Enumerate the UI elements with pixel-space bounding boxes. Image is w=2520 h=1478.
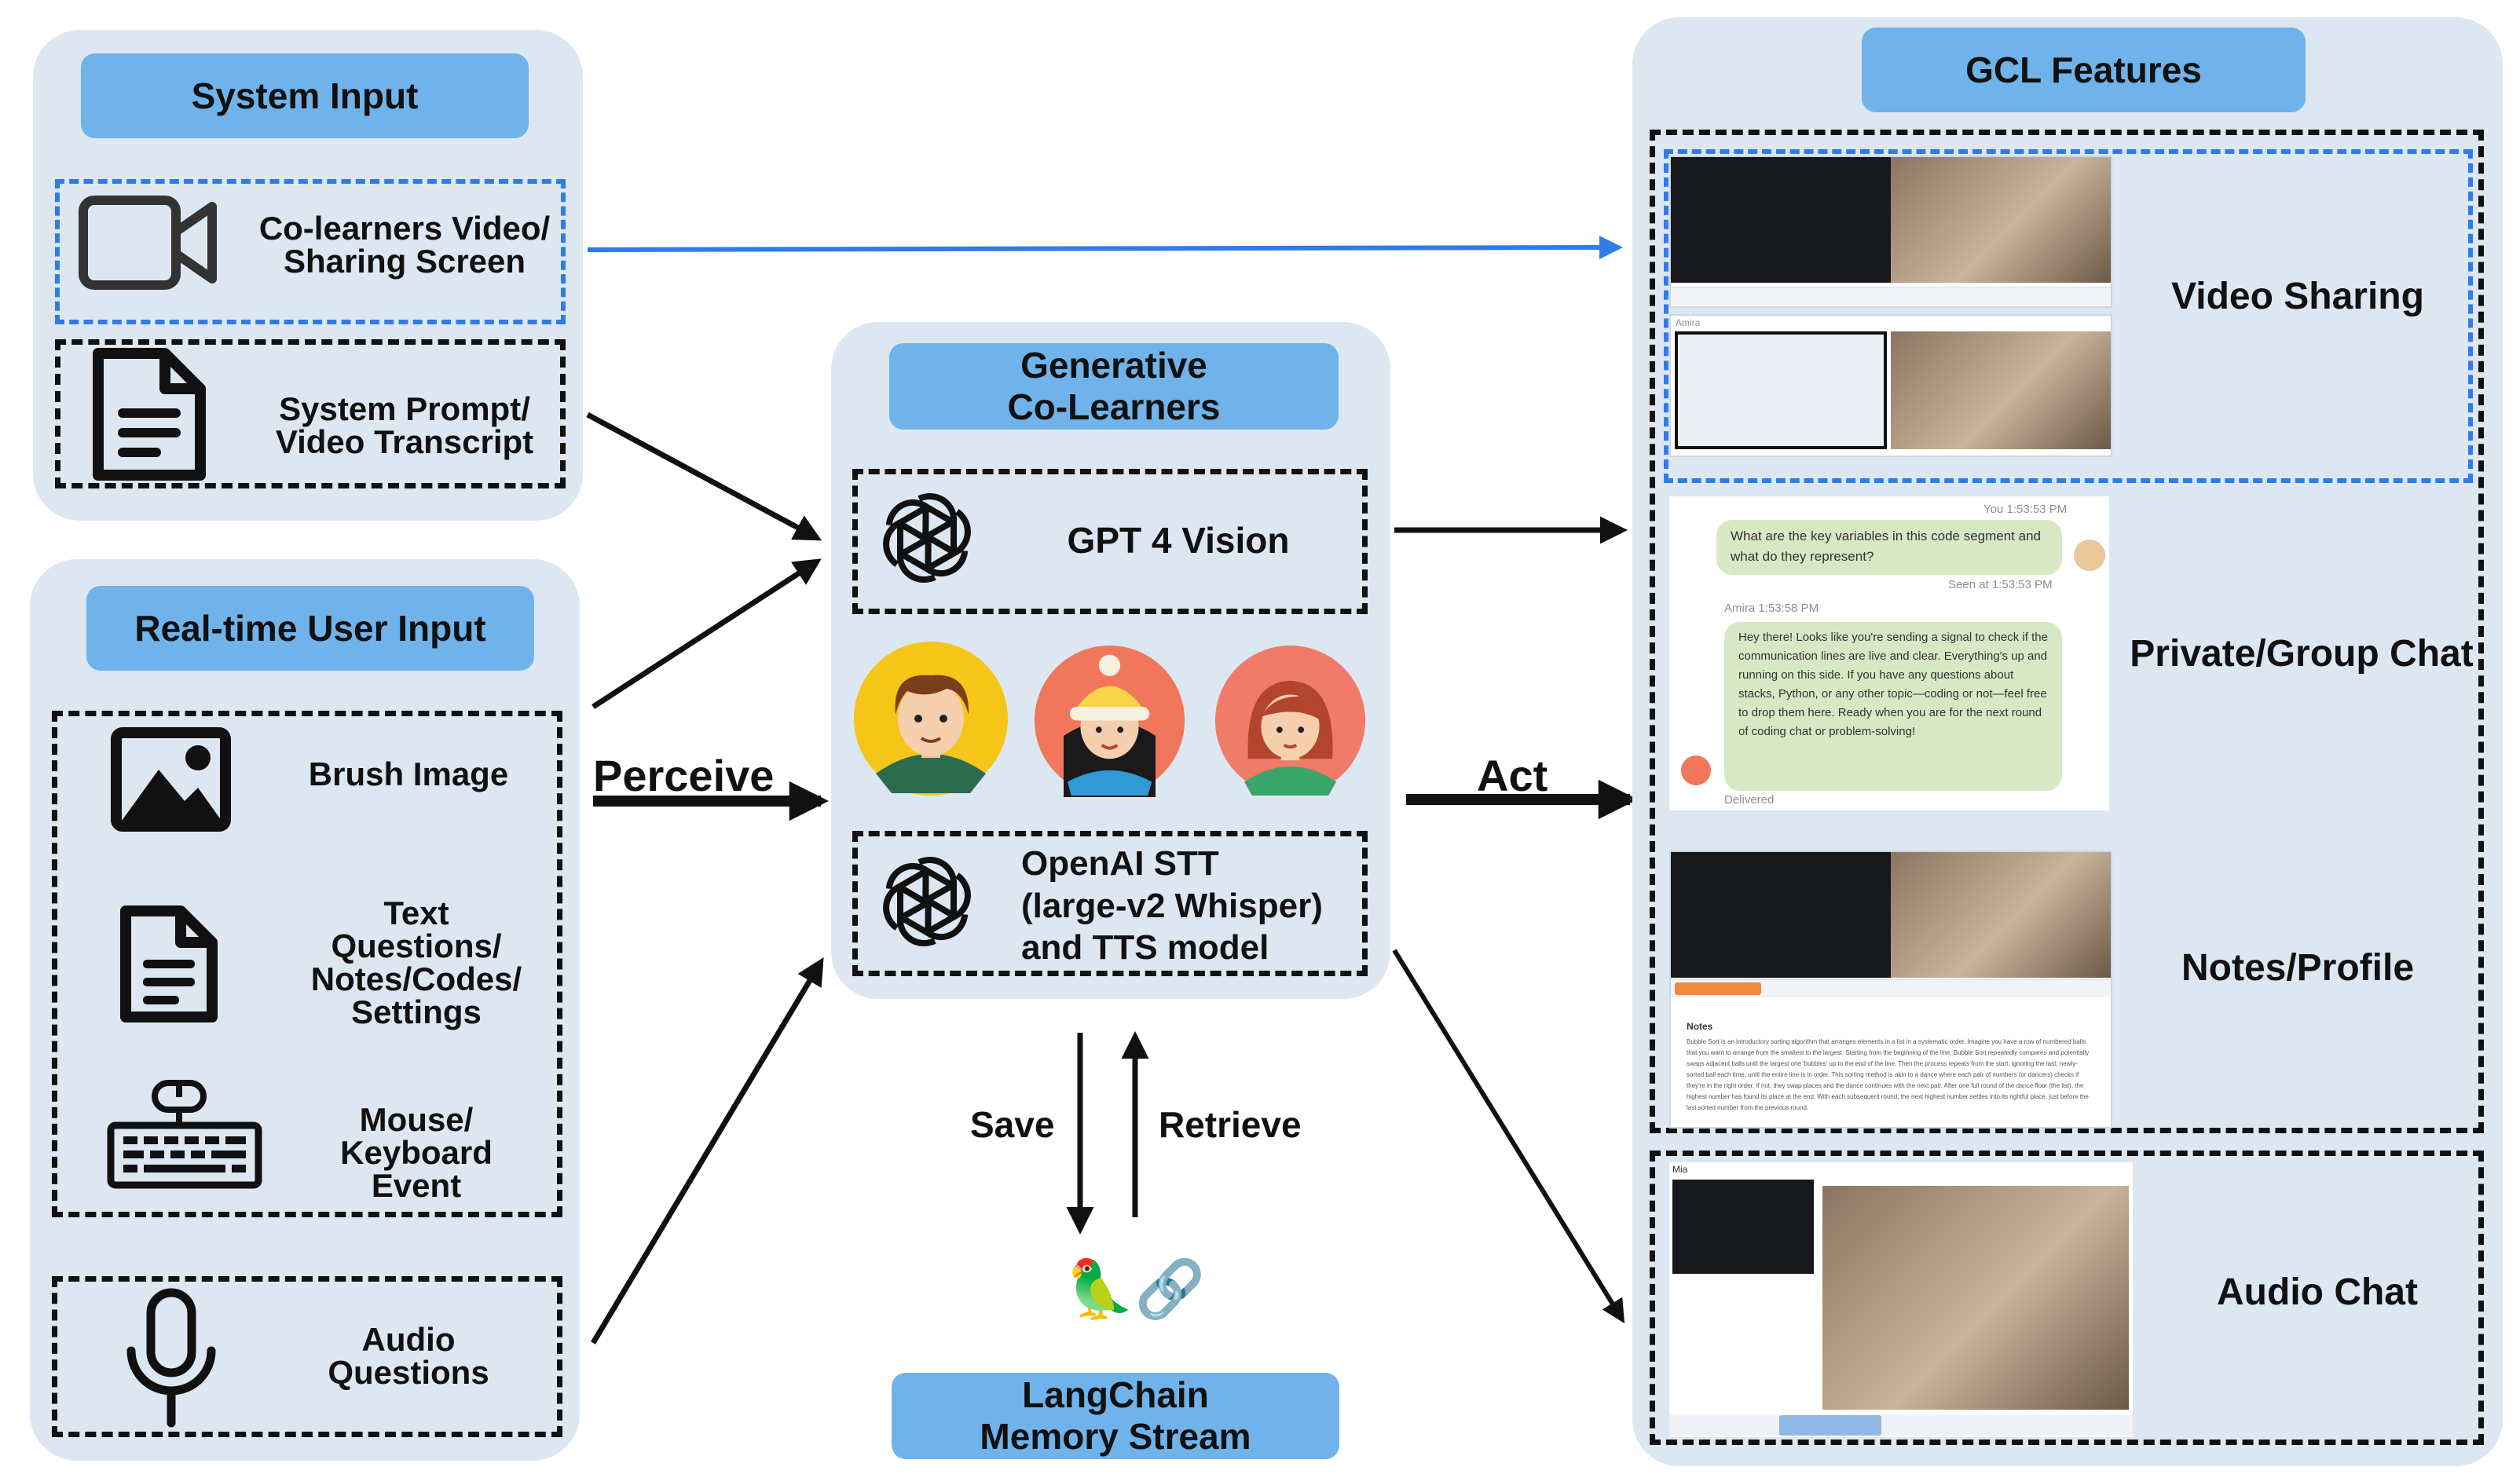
features-box-top — [1650, 130, 2484, 1133]
feature-notes-profile: Notes/Profile — [2181, 947, 2415, 989]
save-label: Save — [970, 1104, 1055, 1145]
brush-image-label: Brush Image — [308, 755, 509, 792]
video-sharing-box — [1664, 149, 2473, 483]
stt-tts-label: OpenAI STT (large-v2 Whisper) and TTS mo… — [1021, 844, 1323, 968]
audio-chat-screenshot: Mia — [1669, 1162, 2133, 1437]
stt-tts-box — [852, 831, 1368, 976]
text-document-icon — [120, 905, 218, 1023]
gpt-vision-label: GPT 4 Vision — [1067, 520, 1290, 561]
notes-text: Bubble Sort is an introductory sorting a… — [1687, 1038, 2090, 1111]
audio-name-mia: Mia — [1672, 1164, 1688, 1175]
chat-you-label: You 1:53:53 PM — [1983, 503, 2068, 516]
chat-seen-label: Seen at 1:53:53 PM — [1948, 578, 2053, 591]
boy-avatar — [854, 642, 1008, 796]
act-label: Act — [1477, 751, 1548, 800]
system-input-title: System Input — [81, 53, 529, 138]
amira-avatar — [1681, 755, 1711, 785]
gcl-features-title: GCL Features — [1862, 27, 2306, 112]
audio-to-center-arrow — [590, 957, 824, 1344]
feature-video-sharing: Video Sharing — [2171, 276, 2424, 317]
video-sharing-screenshot-1 — [1669, 155, 2112, 308]
retrieve-label: Retrieve — [1159, 1104, 1302, 1145]
user-to-center-arrow — [592, 558, 822, 709]
chat-question-bubble: What are the key variables in this code … — [1716, 520, 2062, 575]
features-box-audio — [1650, 1151, 2484, 1445]
langchain-emoji: 🦜🔗 — [1064, 1256, 1206, 1322]
video-name-amira: Amira — [1676, 317, 1701, 328]
video-sharing-screenshot-2: Amira — [1669, 314, 2112, 457]
video-input-box — [55, 179, 566, 324]
feature-private-group-chat: Private/Group Chat — [2130, 633, 2474, 675]
notes-heading: Notes — [1687, 1021, 1713, 1032]
audio-input-box — [52, 1276, 562, 1437]
system-prompt-box — [55, 339, 566, 488]
user-input-title: Real-time User Input — [86, 586, 534, 671]
langchain-memory-title: LangChain Memory Stream — [892, 1373, 1339, 1459]
gpt-vision-box — [852, 469, 1368, 614]
feature-audio-chat: Audio Chat — [2217, 1271, 2418, 1313]
mouse-keyboard-label: Mouse/ Keyboard Event — [340, 1101, 493, 1204]
image-icon — [111, 727, 231, 832]
notes-screenshot: Notes Bubble Sort is an introductory sor… — [1669, 851, 2112, 1129]
chat-answer-bubble: Hey there! Looks like you're sending a s… — [1724, 622, 2062, 791]
keyboard-mouse-icon — [107, 1080, 262, 1189]
perceive-label: Perceive — [593, 751, 775, 800]
chat-amira-label: Amira 1:53:58 PM — [1724, 602, 1819, 615]
video-to-features-arrow — [587, 236, 1623, 260]
user-input-box — [52, 711, 562, 1217]
audio-questions-label: Audio Questions — [328, 1321, 489, 1391]
video-input-label: Co-learners Video/ Sharing Screen — [258, 210, 551, 280]
text-questions-label: Text Questions/ Notes/Codes/ Settings — [310, 894, 522, 1030]
girl-winter-hat-avatar — [1034, 645, 1185, 797]
center-to-audio-arrow — [1392, 949, 1625, 1324]
video-camera-icon — [79, 196, 217, 290]
system-prompt-label: System Prompt/ Video Transcript — [275, 390, 534, 460]
microphone-icon — [126, 1288, 216, 1428]
openai-logo-icon — [876, 487, 978, 589]
user-avatar — [2074, 540, 2105, 571]
chat-screenshot: You 1:53:53 PM What are the key variable… — [1669, 496, 2109, 810]
document-icon — [93, 348, 206, 481]
girl-red-hair-avatar — [1214, 645, 1366, 796]
generative-colearners-title: Generative Co-Learners — [889, 343, 1339, 430]
chat-delivered-label: Delivered — [1724, 793, 1775, 807]
prompt-to-center-arrow — [586, 412, 822, 541]
